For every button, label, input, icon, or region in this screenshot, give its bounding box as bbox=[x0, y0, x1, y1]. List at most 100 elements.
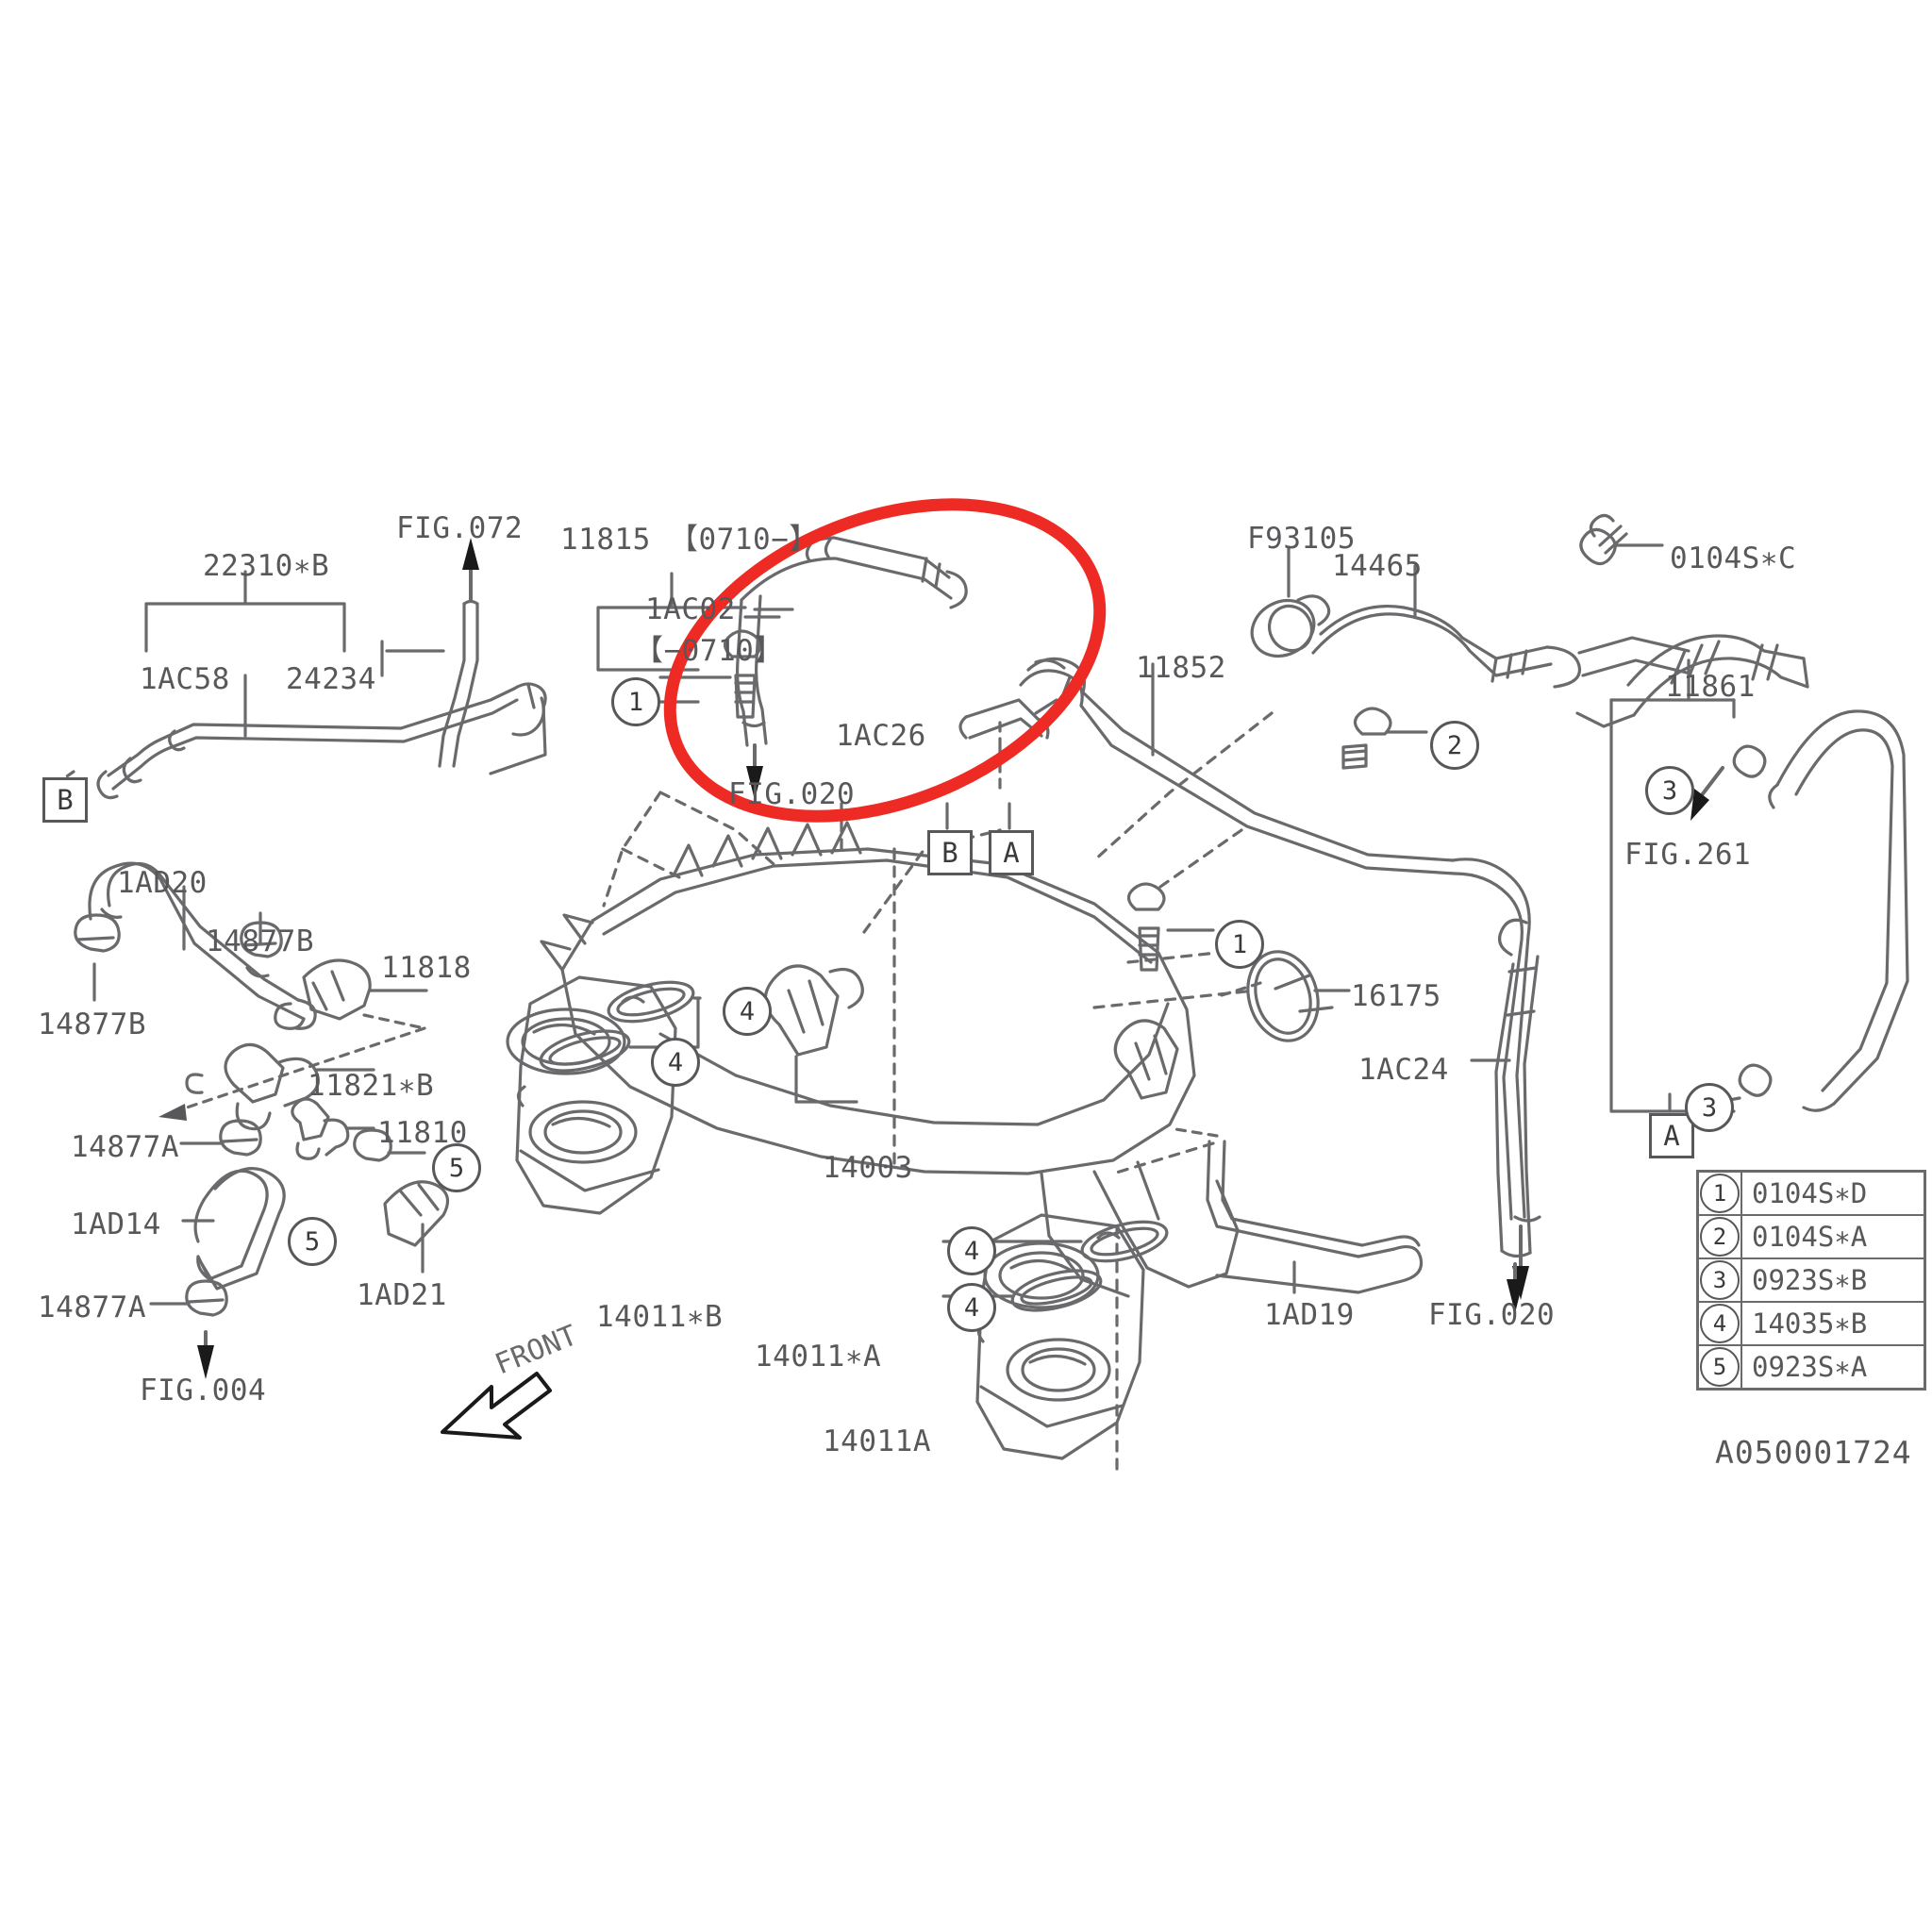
clamp-f93105 bbox=[1250, 594, 1331, 658]
hose-1ad19 bbox=[1206, 1140, 1424, 1294]
boxed-ref-a-center: A bbox=[989, 830, 1034, 875]
tee-11821b bbox=[185, 1042, 320, 1131]
callout-4-c: 4 bbox=[947, 1226, 996, 1275]
part-label-f93105: F93105 bbox=[1247, 522, 1356, 556]
hose-11861-loop bbox=[1768, 709, 1909, 1112]
callout-4-d: 4 bbox=[947, 1283, 996, 1332]
legend-row-2: 2 0104S∗A bbox=[1696, 1214, 1926, 1259]
frame-11861 bbox=[1609, 658, 1736, 1113]
part-label-14011a: 14011A bbox=[823, 1424, 931, 1458]
hose-1ac24 bbox=[1494, 918, 1540, 1258]
sensor-body bbox=[763, 964, 864, 1057]
legend-code-cell-2: 0104S∗A bbox=[1740, 1214, 1926, 1259]
part-label-14877a-2: 14877A bbox=[38, 1291, 146, 1324]
drawing-code: A050001724 bbox=[1715, 1434, 1912, 1471]
part-label-1ad20: 1AD20 bbox=[117, 866, 208, 900]
callout-3-a: 3 bbox=[1645, 766, 1694, 815]
legend-circle-2: 2 bbox=[1700, 1217, 1740, 1257]
legend-number-cell-5: 5 bbox=[1696, 1344, 1742, 1391]
hose-1ac26 bbox=[958, 698, 1064, 740]
hose-1ad20 bbox=[88, 861, 317, 1030]
part-label-14011a-star: 14011∗A bbox=[755, 1340, 882, 1374]
legend-number-cell-3: 3 bbox=[1696, 1257, 1742, 1303]
part-label-1ad21: 1AD21 bbox=[357, 1278, 447, 1312]
valve-11818 bbox=[274, 958, 428, 1030]
part-label-1ac26: 1AC26 bbox=[836, 719, 926, 753]
callout-3-b: 3 bbox=[1685, 1083, 1734, 1132]
bolt-0104sd-b bbox=[1126, 882, 1166, 972]
legend-row-4: 4 14035∗B bbox=[1696, 1301, 1926, 1346]
hose-1ad21 bbox=[383, 1180, 450, 1247]
legend-circle-4: 4 bbox=[1700, 1304, 1740, 1343]
part-label-14465: 14465 bbox=[1332, 549, 1423, 583]
part-label-16175: 16175 bbox=[1351, 979, 1441, 1013]
part-label-11861: 11861 bbox=[1665, 670, 1756, 704]
legend-code-cell-1: 0104S∗D bbox=[1740, 1170, 1926, 1216]
callout-1-a: 1 bbox=[611, 677, 660, 726]
gasket-16175 bbox=[1246, 950, 1334, 1042]
part-label-24234: 24234 bbox=[286, 662, 376, 696]
callout-4-a: 4 bbox=[723, 987, 772, 1036]
legend-row-1: 1 0104S∗D bbox=[1696, 1170, 1926, 1216]
part-label-14877b-1: 14877B bbox=[206, 924, 314, 958]
callout-1-b: 1 bbox=[1215, 920, 1264, 969]
legend-code-cell-3: 0923S∗B bbox=[1740, 1257, 1926, 1303]
clamp-14877b-left bbox=[74, 913, 121, 953]
hose-fig072 bbox=[438, 599, 479, 768]
part-label-11821b: 11821∗B bbox=[308, 1069, 435, 1103]
hose-11861 bbox=[1575, 634, 1809, 728]
callout-2: 2 bbox=[1430, 721, 1479, 770]
callout-4-b: 4 bbox=[651, 1038, 700, 1087]
ref-label-fig020-a: FIG.020 bbox=[728, 777, 856, 811]
part-label-11852: 11852 bbox=[1136, 651, 1226, 685]
part-label-14003: 14003 bbox=[823, 1151, 913, 1185]
legend-circle-3: 3 bbox=[1700, 1260, 1740, 1300]
intake-manifold-14003 bbox=[540, 821, 1240, 1298]
gasket-14035b-left bbox=[539, 980, 695, 1073]
boxed-ref-b-center: B bbox=[927, 830, 973, 875]
part-label-1ac02-date: 【−0710】 bbox=[634, 634, 784, 668]
part-label-0104sc: 0104S∗C bbox=[1670, 541, 1797, 575]
legend-code-cell-5: 0923S∗A bbox=[1740, 1344, 1926, 1391]
legend-number-cell-4: 4 bbox=[1696, 1301, 1742, 1346]
bolt-0104sa bbox=[1341, 707, 1392, 770]
part-label-14011b: 14011∗B bbox=[596, 1300, 724, 1334]
ref-label-fig261: FIG.261 bbox=[1624, 838, 1752, 872]
hose-1ac58 bbox=[96, 682, 547, 800]
callout-5-a: 5 bbox=[432, 1143, 481, 1192]
clamp-0923sb-upper bbox=[1732, 744, 1767, 778]
sensor-body-right bbox=[1113, 1019, 1179, 1100]
legend-row-3: 3 0923S∗B bbox=[1696, 1257, 1926, 1303]
duct-14465 bbox=[1311, 604, 1692, 689]
clamp-0923sb-lower bbox=[1738, 1063, 1773, 1097]
bolt-0104sc bbox=[1579, 513, 1628, 566]
part-label-14877b-2: 14877B bbox=[38, 1008, 146, 1041]
legend-code-cell-4: 14035∗B bbox=[1740, 1301, 1926, 1346]
flange-14011a bbox=[975, 1213, 1145, 1460]
ref-label-fig072: FIG.072 bbox=[396, 511, 524, 545]
legend-number-cell-1: 1 bbox=[1696, 1170, 1742, 1216]
legend-circle-1: 1 bbox=[1700, 1174, 1740, 1213]
part-label-11815: 11815 【0710−】 bbox=[560, 523, 819, 557]
part-label-1ad14: 1AD14 bbox=[71, 1208, 161, 1241]
clamp-14877a-upper bbox=[219, 1119, 262, 1157]
part-label-1ac02: 1AC02 bbox=[645, 592, 736, 626]
legend-number-cell-2: 2 bbox=[1696, 1214, 1742, 1259]
ref-label-fig004: FIG.004 bbox=[140, 1374, 267, 1407]
part-label-14877a-1: 14877A bbox=[71, 1130, 179, 1164]
legend-table: 1 0104S∗D 2 0104S∗A 3 0923S∗B 4 1 bbox=[1696, 1170, 1926, 1391]
hose-1ad14 bbox=[193, 1167, 286, 1291]
part-label-1ac24: 1AC24 bbox=[1358, 1053, 1449, 1087]
boxed-ref-b-left: B bbox=[42, 777, 88, 823]
bracket-22310b bbox=[144, 570, 346, 653]
part-label-1ac58: 1AC58 bbox=[140, 662, 230, 696]
part-label-11818: 11818 bbox=[381, 951, 472, 985]
boxed-ref-a-right: A bbox=[1649, 1113, 1694, 1158]
gasket-14035b-right bbox=[1010, 1220, 1169, 1312]
fitting-11810 bbox=[291, 1097, 350, 1160]
clamp-14877a-lower bbox=[185, 1279, 228, 1317]
part-label-22310b: 22310∗B bbox=[203, 549, 330, 583]
legend-row-5: 5 0923S∗A bbox=[1696, 1344, 1926, 1391]
part-label-1ad19: 1AD19 bbox=[1264, 1298, 1355, 1332]
